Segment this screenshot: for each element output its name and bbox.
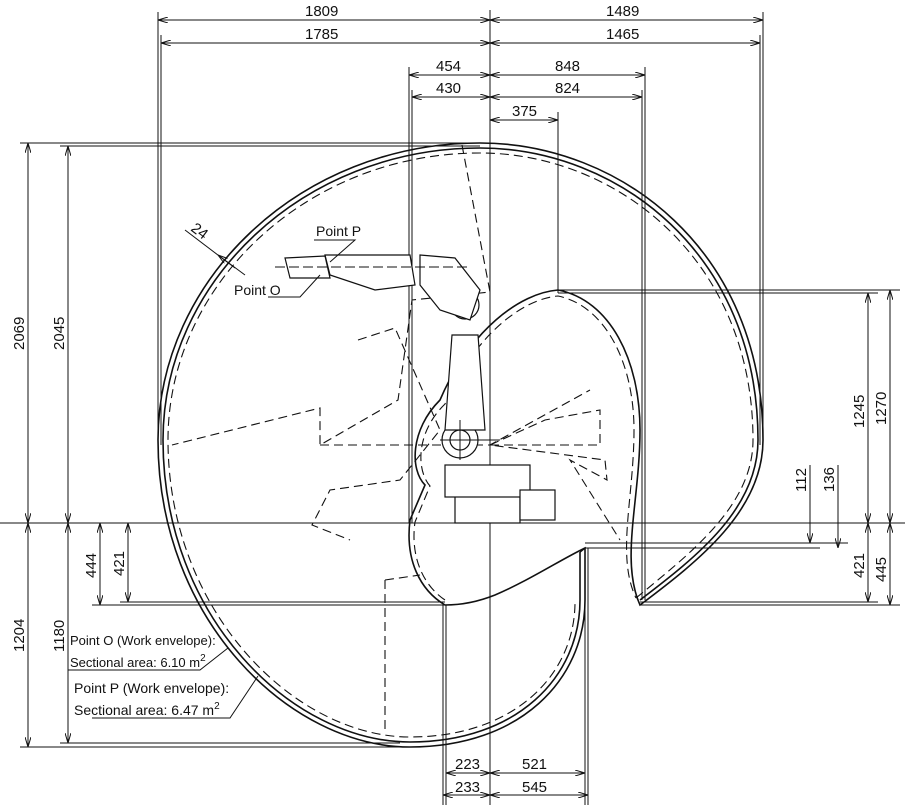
work-envelope: [157, 142, 764, 748]
dim-1465: 1465: [606, 26, 639, 43]
dim-421: 421: [111, 551, 128, 576]
envelope-point-o: [162, 147, 759, 743]
dim-521: 521: [522, 756, 547, 773]
point-o-label: Point O: [234, 282, 281, 298]
dim-454: 454: [436, 58, 461, 75]
dim-1785: 1785: [305, 26, 338, 43]
arm-positions: [171, 144, 621, 730]
dim-1204: 1204: [11, 619, 28, 652]
dim-445: 445: [873, 557, 890, 582]
point-o-envelope-label: Point O (Work envelope):: [70, 633, 216, 648]
envelope-dashed: [167, 152, 754, 738]
dim-233: 233: [455, 779, 480, 796]
dim-545: 545: [522, 779, 547, 796]
dim-2045: 2045: [51, 317, 68, 350]
dim-824: 824: [555, 80, 580, 97]
dim-136: 136: [821, 467, 838, 492]
point-p-label: Point P: [316, 223, 361, 239]
dim-2069: 2069: [11, 317, 28, 350]
dim-1270: 1270: [873, 392, 890, 425]
dimension-texts: 1809 1489 1785 1465 454 848 430 824 375 …: [11, 3, 890, 796]
dim-112: 112: [793, 468, 810, 492]
dim-1809: 1809: [305, 3, 338, 20]
dim-848: 848: [555, 58, 580, 75]
dimension-lines: [28, 20, 890, 795]
point-labels: Point P Point O Point O (Work envelope):…: [70, 223, 361, 718]
offset-label: 24: [188, 220, 212, 244]
robot-arm: [275, 254, 556, 524]
point-p-envelope-label: Point P (Work envelope):: [74, 680, 229, 696]
dim-421-right: 421: [851, 553, 868, 578]
dim-1245: 1245: [851, 395, 868, 428]
dim-444: 444: [83, 553, 100, 578]
extension-lines: [20, 12, 900, 805]
point-p-area-label: Sectional area: 6.47 m2: [74, 701, 220, 718]
offset-dimension: 24: [184, 220, 246, 276]
point-o-area-label: Sectional area: 6.10 m2: [70, 653, 206, 670]
dim-430: 430: [436, 80, 461, 97]
dim-223: 223: [455, 756, 480, 773]
dim-375: 375: [512, 103, 537, 120]
envelope-point-p: [157, 142, 764, 748]
leaders: [68, 239, 357, 719]
dim-1180: 1180: [51, 620, 68, 652]
dim-1489: 1489: [606, 3, 639, 20]
